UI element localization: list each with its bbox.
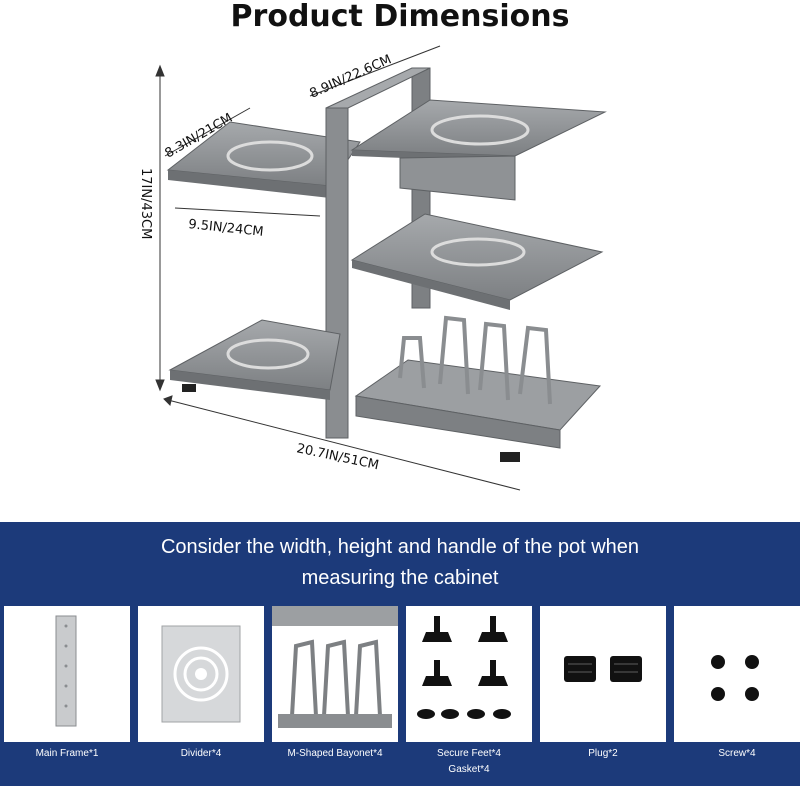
divider-icon <box>161 625 241 723</box>
part-label-bayonet: M-Shaped Bayonet*4 <box>287 748 383 759</box>
dim-height: 17IN/43CM <box>138 168 153 239</box>
part-screw <box>674 606 800 742</box>
part-main-frame <box>4 606 130 742</box>
banner-text: Consider the width, height and handle of… <box>40 532 760 594</box>
secure-feet-icon <box>417 616 511 719</box>
dim-width-total: 20.7IN/51CM <box>295 441 380 473</box>
dimension-lines <box>155 45 521 491</box>
part-secure-feet <box>406 606 532 742</box>
banner-line-2: measuring the cabinet <box>301 567 499 589</box>
part-label-plug: Plug*2 <box>588 748 618 759</box>
bayonet-icon <box>272 606 398 728</box>
page-title: Product Dimensions <box>230 0 570 34</box>
info-banner <box>0 522 800 786</box>
part-label-gasket: Gasket*4 <box>448 764 490 775</box>
part-bayonet <box>272 606 398 742</box>
part-label-screw: Screw*4 <box>718 748 756 759</box>
main-frame-icon <box>55 615 77 727</box>
rack-illustration <box>166 67 607 462</box>
part-label-secure-feet: Secure Feet*4 Gasket*4 <box>402 746 536 778</box>
banner-line-1: Consider the width, height and handle of… <box>160 536 640 558</box>
plug-icon <box>564 656 642 682</box>
product-diagram: 8.9IN/22.6CM 8.3IN/21CM 17IN/43CM 9.5IN/… <box>138 45 607 491</box>
part-label-secure-feet-line1: Secure Feet*4 <box>437 748 501 759</box>
dim-depth-top: 8.9IN/22.6CM <box>308 52 394 101</box>
parts-list: Main Frame*1 Divider*4 M-Shaped Bayonet*… <box>4 606 800 786</box>
part-divider <box>138 606 264 742</box>
part-label-divider: Divider*4 <box>180 748 222 759</box>
screw-icon <box>711 655 759 701</box>
dim-width-shelf: 9.5IN/24CM <box>188 217 265 240</box>
part-plug <box>540 606 666 742</box>
part-label-main-frame: Main Frame*1 <box>35 748 99 759</box>
